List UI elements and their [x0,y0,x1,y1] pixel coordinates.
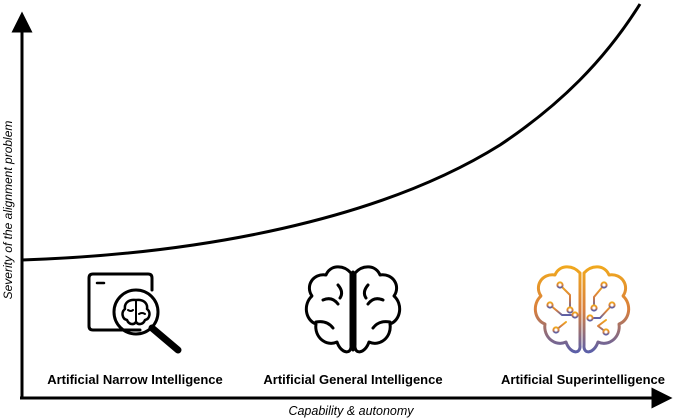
severity-curve [21,3,642,262]
stage-label-agi: Artificial General Intelligence [263,372,442,387]
x-axis-label: Capability & autonomy [288,404,414,418]
brain-outline-icon [304,265,402,354]
magnifier-brain-icon [87,272,182,354]
stage-label-ani: Artificial Narrow Intelligence [47,372,223,387]
stage-label-asi: Artificial Superintelligence [501,372,665,387]
circuit-brain-icon [533,265,631,354]
y-axis-label: Severity of the alignment problem [1,121,15,300]
